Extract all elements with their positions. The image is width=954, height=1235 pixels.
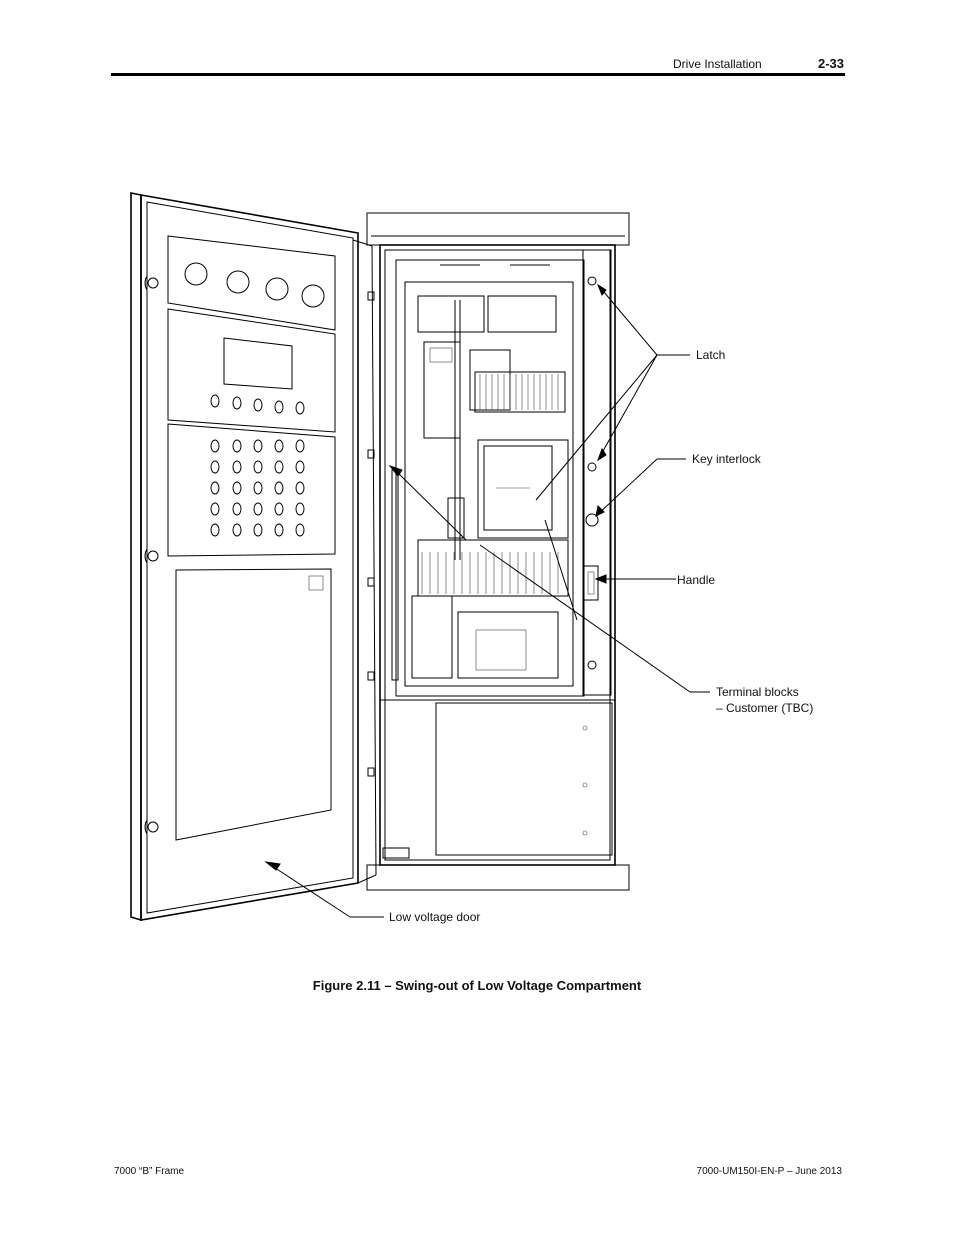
running-header-section: Drive Installation bbox=[673, 57, 762, 71]
operator-display bbox=[223, 337, 293, 390]
cabinet-body bbox=[366, 212, 630, 891]
callout-low-voltage-door: Low voltage door bbox=[389, 910, 481, 924]
display-plate bbox=[167, 308, 336, 433]
page-number: 2-33 bbox=[818, 56, 845, 71]
figure-caption: Figure 2.11 – Swing-out of Low Voltage C… bbox=[312, 978, 642, 993]
callout-terminal-blocks-line2: – Customer (TBC) bbox=[716, 701, 814, 715]
handle bbox=[583, 565, 599, 601]
callout-latch: Latch bbox=[696, 348, 726, 362]
callout-key-interlock: Key interlock bbox=[692, 452, 761, 466]
header-rule bbox=[111, 73, 845, 76]
key-interlock-lock bbox=[585, 513, 599, 527]
leader-lines bbox=[264, 283, 710, 918]
gauge-plate bbox=[167, 235, 336, 331]
low-voltage-door bbox=[130, 192, 377, 922]
callout-terminal-blocks-line1: Terminal blocks bbox=[716, 685, 799, 699]
callout-handle: Handle bbox=[677, 573, 716, 587]
lower-cover-plate bbox=[175, 568, 332, 841]
callout-terminal-blocks: Terminal blocks – Customer (TBC) bbox=[716, 684, 813, 716]
footer-right: 7000-UM150I-EN-P – June 2013 bbox=[696, 1166, 842, 1177]
pushbutton-plate bbox=[167, 423, 336, 557]
footer-left: 7000 “B” Frame bbox=[114, 1166, 185, 1177]
door-latches bbox=[144, 275, 159, 835]
